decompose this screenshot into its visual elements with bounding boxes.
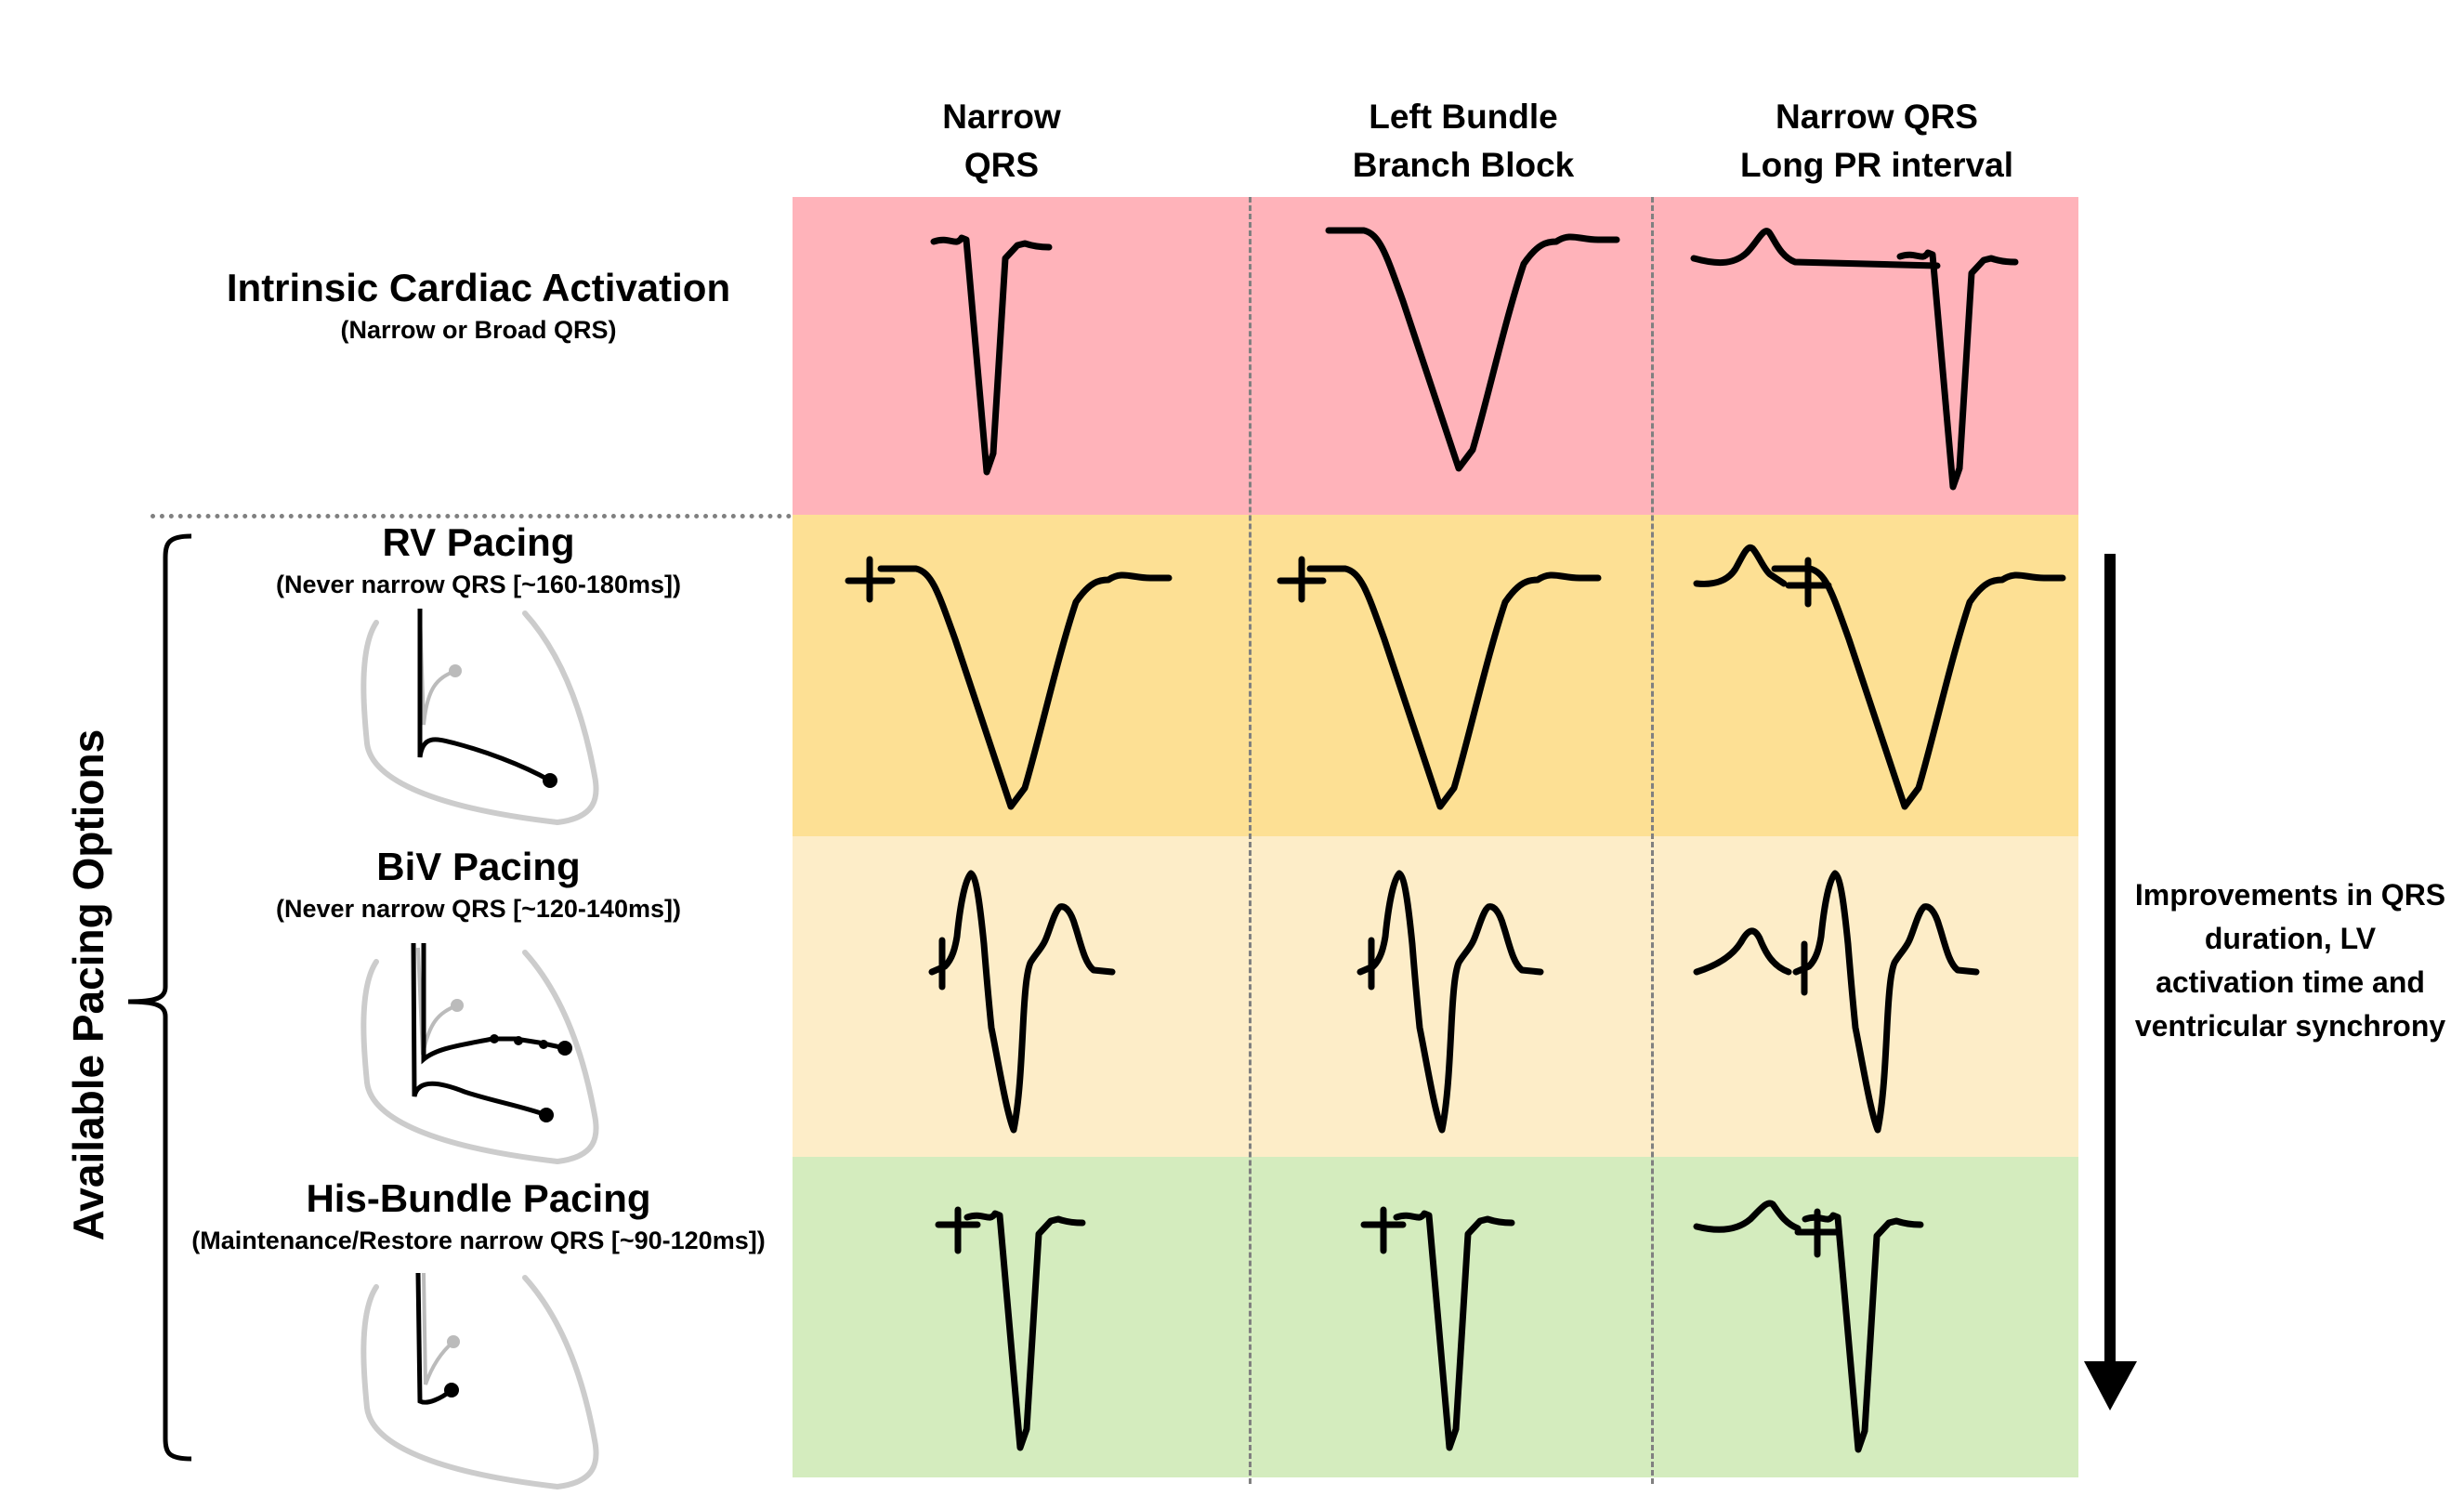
ecg-his-narrow [935,1206,1082,1448]
improvement-arrow [2084,554,2137,1411]
row-title-his-pacing: His-Bundle Pacing (Maintenance/Restore n… [191,1176,766,1254]
column-divider-2 [1651,197,1654,1484]
row-title-intrinsic: Intrinsic Cardiac Activation (Narrow or … [226,266,731,344]
intrinsic-divider [151,514,792,518]
ecg-intrinsic-narrow [934,238,1049,472]
ecg-rv-lbbb [1277,556,1598,807]
column-divider-1 [1249,197,1252,1484]
column-header-lbbb: Left Bundle Branch Block [1352,98,1575,184]
column-header-long-pr: Narrow QRS Long PR interval [1740,98,2013,184]
ecg-his-lbbb [1360,1206,1512,1448]
ecg-biv-long-pr [1693,873,1976,1130]
row-title-biv-pacing: BiV Pacing (Never narrow QRS [~120-140ms… [276,845,681,923]
ecg-biv-lbbb [1360,873,1540,1130]
ecg-intrinsic-lbbb [1329,230,1617,468]
column-header-narrow-qrs: Narrow QRS [942,98,1061,184]
arrow-caption: Improvements in QRS duration, LV activat… [2134,878,2446,1043]
ecg-rv-long-pr [1693,544,2063,807]
band-intrinsic [793,197,2078,515]
heart-schematic-his [360,1272,599,1490]
row-title-rv-pacing: RV Pacing (Never narrow QRS [~160-180ms]… [276,520,681,598]
ecg-rv-narrow [845,556,1169,807]
heart-schematic-rv [360,609,599,826]
ecg-his-long-pr [1693,1200,1920,1450]
ecg-intrinsic-long-pr [1690,228,2015,487]
ecg-biv-narrow [932,873,1112,1130]
heart-schematic-biv [360,942,599,1165]
brace [127,533,192,1462]
